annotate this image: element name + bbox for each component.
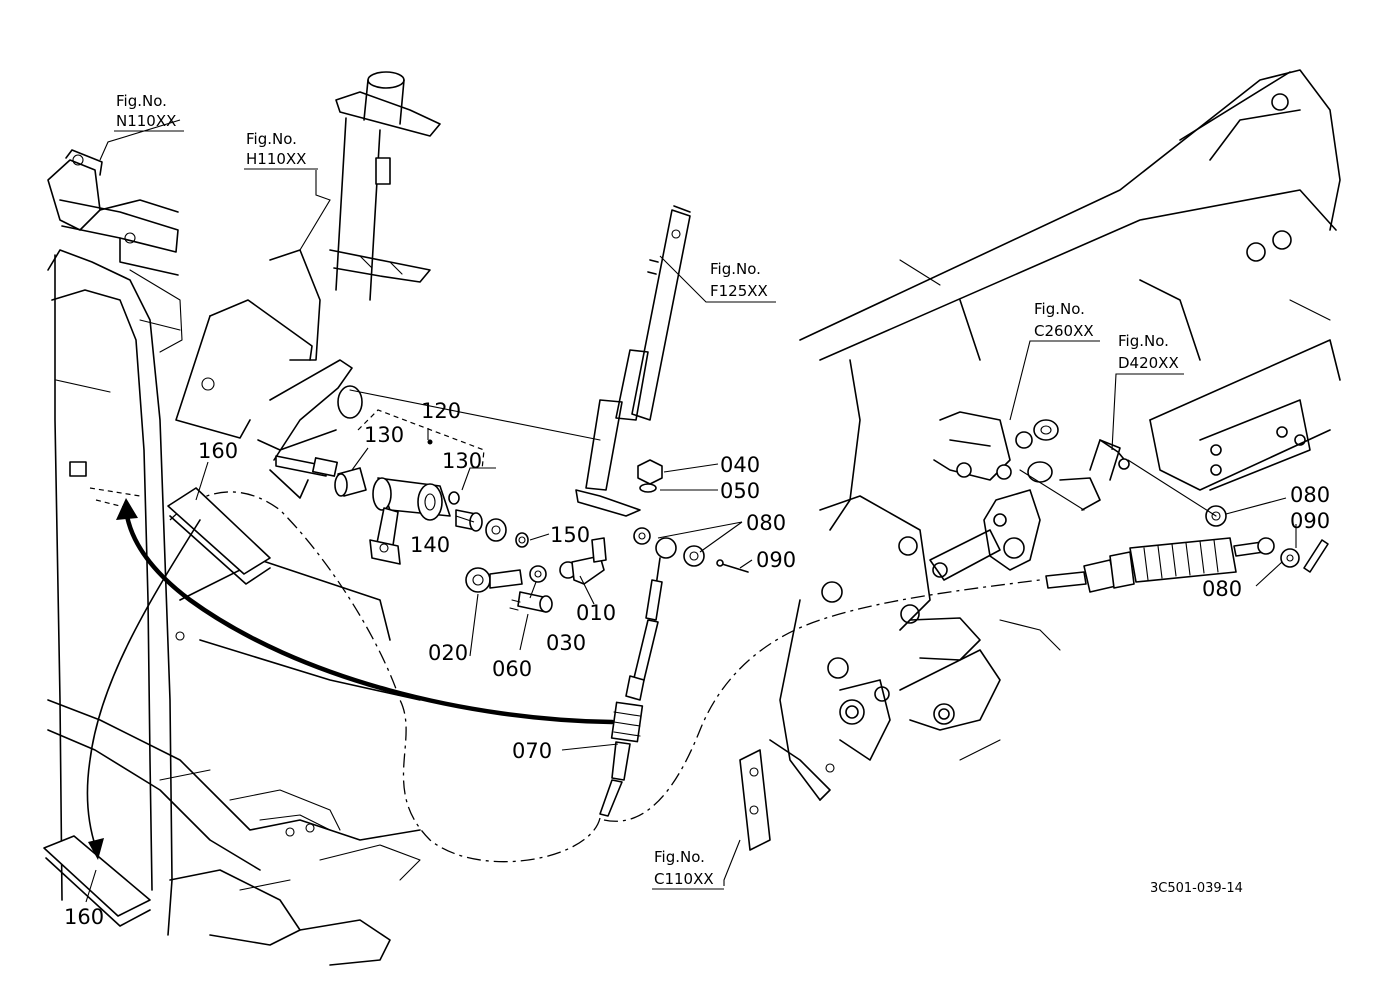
pedal-pads: [43, 487, 271, 927]
drawing-code: 3C501-039-14: [1150, 881, 1243, 896]
lower-casing: [739, 495, 1061, 851]
callout-090-center: 090: [756, 548, 796, 572]
callout-090-right: 090: [1290, 509, 1330, 533]
fig-ref-code: H110XX: [246, 150, 306, 168]
transmission-housing: [799, 69, 1341, 531]
linkage-assembly: [929, 411, 1130, 581]
steering-column: [175, 71, 601, 499]
pedal-shaft: [575, 205, 691, 517]
callout-080-right-bottom: 080: [1202, 577, 1242, 601]
fig-ref-code: N110XX: [116, 112, 176, 130]
flow-arrows: [86, 498, 615, 860]
callout-120: 120: [421, 399, 461, 423]
fig-ref-title: Fig.No.: [1118, 332, 1169, 350]
floor-plate: [47, 559, 421, 966]
fig-ref-title: Fig.No.: [116, 92, 167, 110]
callout-080-right-top: 080: [1290, 483, 1330, 507]
callout-160-bottom: 160: [64, 905, 104, 929]
fig-ref-title: Fig.No.: [246, 130, 297, 148]
fig-ref-h110: Fig.No. H110XX: [244, 130, 318, 170]
callout-050: 050: [720, 479, 760, 503]
fig-ref-code: C110XX: [654, 870, 714, 888]
callout-070: 070: [512, 739, 552, 763]
fig-ref-code: D420XX: [1118, 354, 1179, 372]
fig-ref-f125: Fig.No. F125XX: [706, 260, 776, 303]
callout-010: 010: [576, 601, 616, 625]
callout-080-center: 080: [746, 511, 786, 535]
callout-160-top: 160: [198, 439, 238, 463]
callout-040: 040: [720, 453, 760, 477]
callout-130-left: 130: [364, 423, 404, 447]
callout-030: 030: [546, 631, 586, 655]
fig-ref-code: C260XX: [1034, 322, 1094, 340]
fig-ref-d420: Fig.No. D420XX: [1116, 332, 1184, 375]
group-bracket-dot: [427, 439, 433, 445]
group-bracket-120: [357, 409, 485, 471]
callout-150: 150: [550, 523, 590, 547]
control-cable: [169, 491, 1275, 863]
callout-060: 060: [492, 657, 532, 681]
fig-ref-n110: Fig.No. N110XX: [114, 92, 184, 132]
fig-ref-c260: Fig.No. C260XX: [1030, 300, 1100, 342]
callout-020: 020: [428, 641, 468, 665]
center-parts: [275, 455, 749, 613]
left-frame-structure: [47, 149, 183, 936]
fig-ref-c110: Fig.No. C110XX: [652, 848, 724, 890]
fig-ref-title: Fig.No.: [710, 260, 761, 278]
fig-ref-title: Fig.No.: [1034, 300, 1085, 318]
callout-130-right: 130: [442, 449, 482, 473]
leader-lines: [85, 119, 1297, 903]
right-hardware: [1127, 459, 1329, 573]
callout-140: 140: [410, 533, 450, 557]
fig-ref-title: Fig.No.: [654, 848, 705, 866]
part-callouts: 120 130 130 160 140 150 040 050 080 090 …: [64, 399, 1330, 929]
fig-ref-code: F125XX: [710, 282, 768, 300]
